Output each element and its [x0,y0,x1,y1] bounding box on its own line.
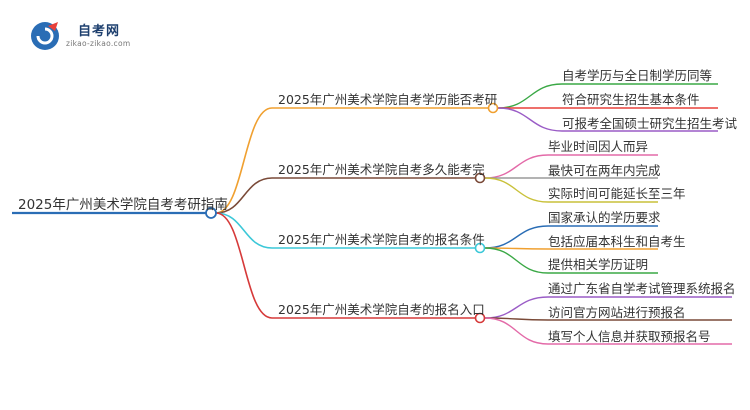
leaf-label: 通过广东省自学考试管理系统报名 [548,281,736,296]
logo-url: zikao-zikao.com [66,39,131,48]
leaf-connector [497,107,563,132]
leaf-connector [484,317,549,345]
leaf-label: 提供相关学历证明 [548,257,649,272]
leaf-label: 访问官方网站进行预报名 [548,305,686,320]
branch-connector [215,212,273,319]
leaf-connector [497,83,563,109]
branch-label: 2025年广州美术学院自考的报名入口 [278,302,485,317]
branch-node [474,242,486,254]
branch-connector [215,212,273,249]
branch-node [487,102,499,114]
root-node [205,207,217,219]
branch-label: 2025年广州美术学院自考多久能考完 [278,162,485,177]
logo-name: 自考网 [78,24,121,39]
leaf-connector [484,296,549,319]
leaf-label: 符合研究生招生基本条件 [562,92,700,107]
root-topic: 2025年广州美术学院自考考研指南 [18,197,228,213]
branch-connector [215,177,273,214]
leaf-connector [484,177,549,203]
leaf-label: 可报考全国硕士研究生招生考试 [562,116,738,131]
leaf-connector [484,247,549,274]
branch-connector [215,107,273,214]
leaf-connector [484,154,549,179]
leaf-label: 实际时间可能延长至三年 [548,186,686,201]
leaf-label: 填写个人信息并获取预报名号 [548,329,711,344]
leaf-label: 自考学历与全日制学历同等 [562,68,713,83]
site-logo[interactable]: 自考网 zikao-zikao.com [28,18,148,54]
leaf-label: 包括应届本科生和自考生 [548,234,686,249]
branch-node [474,172,486,184]
branch-node [474,312,486,324]
leaf-label: 国家承认的学历要求 [548,210,661,225]
leaf-label: 毕业时间因人而异 [548,139,649,154]
logo-mark-icon [31,22,59,50]
leaf-connector [484,225,549,249]
branch-label: 2025年广州美术学院自考的报名条件 [278,232,485,247]
leaf-label: 最快可在两年内完成 [548,163,661,178]
branch-label: 2025年广州美术学院自考学历能否考研 [278,92,498,107]
